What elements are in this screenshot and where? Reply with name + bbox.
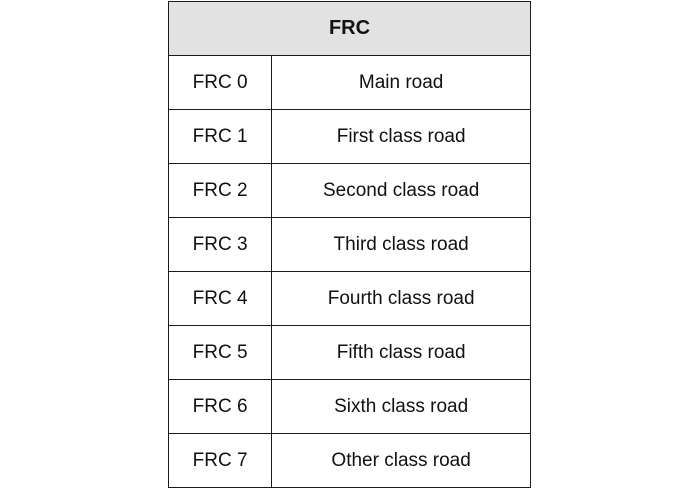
- frc-code-cell: FRC 6: [167, 379, 273, 434]
- frc-code-cell: FRC 3: [167, 217, 273, 272]
- table-header-row: FRC: [168, 1, 531, 56]
- table-row: FRC 3 Third class road: [167, 217, 531, 272]
- table-row: FRC 7 Other class road: [167, 433, 531, 488]
- table-row: FRC 5 Fifth class road: [167, 325, 531, 380]
- road-class-cell: Third class road: [271, 217, 531, 272]
- table-header: FRC: [168, 1, 531, 56]
- road-class-cell: Fifth class road: [271, 325, 531, 380]
- table-row: FRC 2 Second class road: [167, 163, 531, 218]
- frc-code-cell: FRC 7: [167, 433, 273, 488]
- road-class-cell: Main road: [271, 55, 531, 110]
- frc-code-cell: FRC 0: [167, 55, 273, 110]
- table-row: FRC 6 Sixth class road: [167, 379, 531, 434]
- frc-code-cell: FRC 2: [167, 163, 273, 218]
- frc-code-cell: FRC 1: [167, 109, 273, 164]
- road-class-cell: Other class road: [271, 433, 531, 488]
- road-class-cell: First class road: [271, 109, 531, 164]
- frc-table: FRC FRC 0 Main road FRC 1 First class ro…: [167, 1, 531, 488]
- table-row: FRC 0 Main road: [167, 55, 531, 110]
- road-class-cell: Sixth class road: [271, 379, 531, 434]
- frc-code-cell: FRC 5: [167, 325, 273, 380]
- frc-code-cell: FRC 4: [167, 271, 273, 326]
- road-class-cell: Fourth class road: [271, 271, 531, 326]
- table-row: FRC 4 Fourth class road: [167, 271, 531, 326]
- table-row: FRC 1 First class road: [167, 109, 531, 164]
- road-class-cell: Second class road: [271, 163, 531, 218]
